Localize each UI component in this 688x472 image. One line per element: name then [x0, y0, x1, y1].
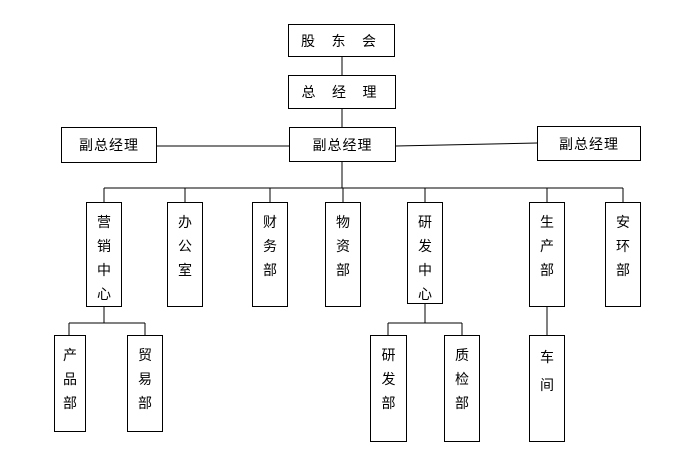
node-label: 产品部 — [63, 348, 77, 412]
node-label: 贸易部 — [138, 348, 152, 412]
node-general-manager: 总 经 理 — [288, 75, 396, 109]
node-label: 车间 — [540, 350, 554, 394]
node-deputy-gm-center: 副总经理 — [289, 127, 396, 162]
connector — [395, 142, 538, 147]
node-shareholders: 股 东 会 — [288, 24, 395, 57]
node-materials: 物资部 — [325, 202, 361, 307]
node-label: 物资部 — [336, 215, 350, 279]
node-label: 办公室 — [178, 215, 192, 279]
node-label: 研发部 — [381, 348, 396, 412]
node-label: 营销中心 — [97, 215, 111, 303]
node-label: 财务部 — [263, 215, 277, 279]
node-deputy-gm-right: 副总经理 — [537, 126, 641, 161]
node-trade-dept: 贸易部 — [127, 335, 163, 432]
node-rnd-dept: 研发部 — [370, 335, 407, 442]
node-finance: 财务部 — [252, 202, 288, 307]
node-label: 质检部 — [455, 348, 469, 412]
node-office: 办公室 — [167, 202, 203, 307]
node-rnd-center: 研发中心 — [407, 202, 443, 304]
node-production: 生产部 — [529, 202, 565, 307]
node-workshop: 车间 — [529, 335, 565, 442]
node-deputy-gm-left: 副总经理 — [61, 127, 157, 163]
node-label: 生产部 — [540, 215, 554, 279]
node-product-dept: 产品部 — [54, 335, 86, 432]
node-marketing-center: 营销中心 — [86, 202, 122, 307]
node-qc-dept: 质检部 — [444, 335, 480, 442]
node-label: 研发中心 — [418, 215, 432, 303]
node-label: 安环部 — [616, 215, 630, 279]
node-safety-env: 安环部 — [605, 202, 641, 307]
